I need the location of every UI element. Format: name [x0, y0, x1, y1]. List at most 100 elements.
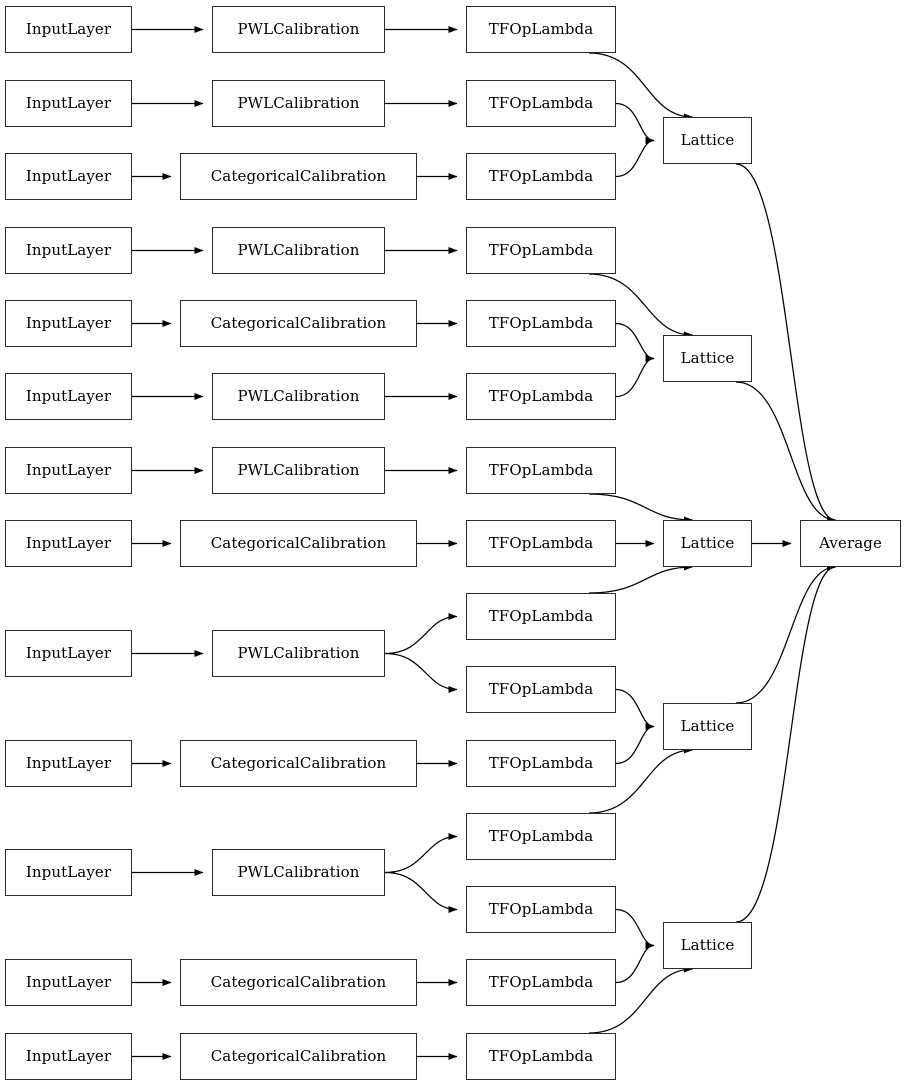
node-label: TFOpLambda [488, 607, 594, 625]
node-label: TFOpLambda [488, 314, 594, 332]
node-label: TFOpLambda [488, 20, 594, 38]
node-label: TFOpLambda [488, 827, 594, 845]
edge-op5-to-lat2 [615, 322, 655, 362]
node-input-layer-in11[interactable]: InputLayer [5, 849, 132, 896]
node-label: Lattice [680, 936, 735, 954]
node-pwlcalibration-cal11[interactable]: PWLCalibration [212, 849, 385, 896]
edge-cal9-to-op9 [384, 613, 458, 655]
node-label: InputLayer [25, 387, 112, 405]
edge-cal11-to-op12 [384, 833, 458, 874]
node-tfop-lambda-op3[interactable]: TFOpLambda [466, 153, 616, 200]
node-label: InputLayer [25, 94, 112, 112]
node-lattice-lat4[interactable]: Lattice [663, 703, 752, 750]
node-input-layer-in8[interactable]: InputLayer [5, 520, 132, 567]
node-input-layer-in10[interactable]: InputLayer [5, 740, 132, 787]
node-input-layer-in1[interactable]: InputLayer [5, 6, 132, 53]
edge-op10-to-lat4 [615, 688, 655, 730]
node-input-layer-in2[interactable]: InputLayer [5, 80, 132, 127]
node-tfop-lambda-op4[interactable]: TFOpLambda [466, 227, 616, 274]
node-label: TFOpLambda [488, 1047, 594, 1065]
node-lattice-lat1[interactable]: Lattice [663, 117, 752, 164]
node-pwlcalibration-cal4[interactable]: PWLCalibration [212, 227, 385, 274]
node-pwlcalibration-cal6[interactable]: PWLCalibration [212, 373, 385, 420]
edge-lat4-to-avg [735, 563, 836, 704]
node-label: TFOpLambda [488, 754, 594, 772]
edge-op14-to-lat5 [615, 942, 655, 984]
node-label: InputLayer [25, 973, 112, 991]
node-input-layer-in9[interactable]: InputLayer [5, 630, 132, 677]
edge-lat2-to-avg [735, 381, 836, 524]
node-label: TFOpLambda [488, 900, 594, 918]
node-categorical-calibration-cal13[interactable]: CategoricalCalibration [180, 1033, 417, 1080]
node-input-layer-in12[interactable]: InputLayer [5, 959, 132, 1006]
node-lattice-lat5[interactable]: Lattice [663, 922, 752, 969]
node-categorical-calibration-cal10[interactable]: CategoricalCalibration [180, 740, 417, 787]
node-tfop-lambda-op11[interactable]: TFOpLambda [466, 740, 616, 787]
node-label: TFOpLambda [488, 241, 594, 259]
node-label: CategoricalCalibration [210, 1047, 387, 1065]
node-tfop-lambda-op1[interactable]: TFOpLambda [466, 6, 616, 53]
node-tfop-lambda-op9[interactable]: TFOpLambda [466, 593, 616, 640]
node-label: PWLCalibration [237, 461, 360, 479]
node-label: CategoricalCalibration [210, 973, 387, 991]
node-label: TFOpLambda [488, 167, 594, 185]
node-tfop-lambda-op2[interactable]: TFOpLambda [466, 80, 616, 127]
node-tfop-lambda-op14[interactable]: TFOpLambda [466, 959, 616, 1006]
node-tfop-lambda-op13[interactable]: TFOpLambda [466, 886, 616, 933]
node-label: InputLayer [25, 644, 112, 662]
edge-op13-to-lat5 [615, 908, 655, 949]
node-label: InputLayer [25, 167, 112, 185]
node-label: InputLayer [25, 534, 112, 552]
edge-op6-to-lat2 [615, 355, 655, 398]
node-label: InputLayer [25, 241, 112, 259]
node-tfop-lambda-op8[interactable]: TFOpLambda [466, 520, 616, 567]
node-label: InputLayer [25, 20, 112, 38]
node-tfop-lambda-op5[interactable]: TFOpLambda [466, 300, 616, 347]
node-label: CategoricalCalibration [210, 754, 387, 772]
node-input-layer-in3[interactable]: InputLayer [5, 153, 132, 200]
node-tfop-lambda-op12[interactable]: TFOpLambda [466, 813, 616, 860]
node-label: TFOpLambda [488, 387, 594, 405]
node-pwlcalibration-cal9[interactable]: PWLCalibration [212, 630, 385, 677]
node-input-layer-in13[interactable]: InputLayer [5, 1033, 132, 1080]
node-lattice-lat3[interactable]: Lattice [663, 520, 752, 567]
node-label: InputLayer [25, 754, 112, 772]
node-categorical-calibration-cal5[interactable]: CategoricalCalibration [180, 300, 417, 347]
node-label: TFOpLambda [488, 534, 594, 552]
node-categorical-calibration-cal8[interactable]: CategoricalCalibration [180, 520, 417, 567]
node-label: Lattice [680, 717, 735, 735]
node-label: TFOpLambda [488, 461, 594, 479]
node-label: Average [819, 534, 882, 552]
node-label: InputLayer [25, 1047, 112, 1065]
node-label: PWLCalibration [237, 644, 360, 662]
edge-cal11-to-op13 [384, 871, 458, 913]
node-label: InputLayer [25, 314, 112, 332]
node-tfop-lambda-op10[interactable]: TFOpLambda [466, 666, 616, 713]
edge-op3-to-lat1 [615, 137, 655, 178]
node-pwlcalibration-cal2[interactable]: PWLCalibration [212, 80, 385, 127]
node-input-layer-in4[interactable]: InputLayer [5, 227, 132, 274]
node-label: PWLCalibration [237, 387, 360, 405]
node-label: PWLCalibration [237, 241, 360, 259]
node-tfop-lambda-op6[interactable]: TFOpLambda [466, 373, 616, 420]
node-input-layer-in6[interactable]: InputLayer [5, 373, 132, 420]
node-categorical-calibration-cal12[interactable]: CategoricalCalibration [180, 959, 417, 1006]
node-tfop-lambda-op7[interactable]: TFOpLambda [466, 447, 616, 494]
edge-op7-to-lat3 [588, 493, 693, 524]
node-lattice-lat2[interactable]: Lattice [663, 335, 752, 382]
node-input-layer-in5[interactable]: InputLayer [5, 300, 132, 347]
node-pwlcalibration-cal1[interactable]: PWLCalibration [212, 6, 385, 53]
node-pwlcalibration-cal7[interactable]: PWLCalibration [212, 447, 385, 494]
node-tfop-lambda-op15[interactable]: TFOpLambda [466, 1033, 616, 1080]
node-categorical-calibration-cal3[interactable]: CategoricalCalibration [180, 153, 417, 200]
node-input-layer-in7[interactable]: InputLayer [5, 447, 132, 494]
edge-op9-to-lat3 [588, 563, 693, 594]
node-label: PWLCalibration [237, 94, 360, 112]
edge-cal9-to-op10 [384, 652, 458, 693]
node-label: CategoricalCalibration [210, 167, 387, 185]
node-label: InputLayer [25, 461, 112, 479]
edge-op2-to-lat1 [615, 102, 655, 144]
node-average-avg[interactable]: Average [800, 520, 901, 567]
